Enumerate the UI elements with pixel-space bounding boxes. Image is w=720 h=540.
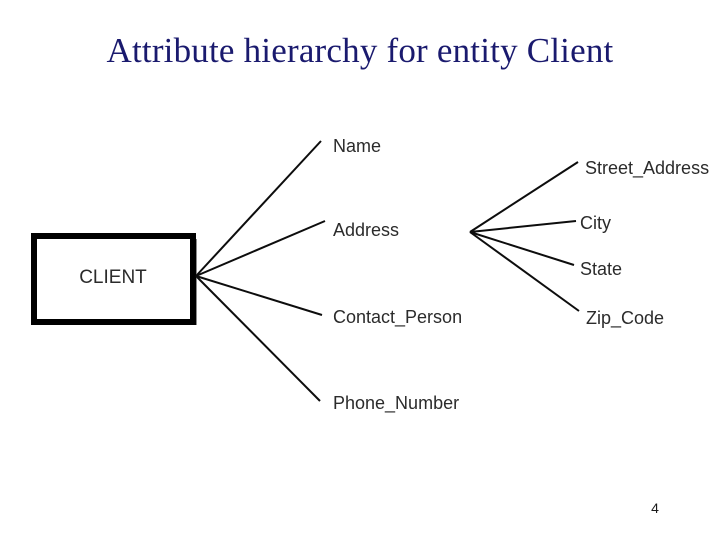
connector-address-to-zip-code — [469, 231, 580, 312]
attribute-label-contact-person: Contact_Person — [333, 307, 462, 328]
connector-client-to-contact-person — [195, 275, 323, 316]
connector-address-to-state — [469, 231, 575, 266]
page-title: Attribute hierarchy for entity Client — [106, 31, 614, 70]
connector-client-to-name — [195, 140, 322, 277]
entity-box-client[interactable] — [31, 233, 196, 325]
connector-client-to-phone-number — [195, 275, 321, 402]
sub-attribute-label-zip-code: Zip_Code — [586, 308, 664, 329]
sub-attribute-label-city: City — [580, 213, 611, 233]
sub-attribute-label-street-address: Street_Address — [585, 158, 709, 179]
connector-address-to-city — [469, 220, 577, 233]
connector-address-to-street-address — [469, 161, 579, 233]
attribute-label-address: Address — [333, 220, 399, 240]
entity-label-client: CLIENT — [79, 267, 147, 288]
attribute-label-phone-number: Phone_Number — [333, 393, 459, 414]
attribute-label-name: Name — [333, 136, 381, 156]
page-number: 4 — [651, 500, 659, 516]
connector-client-to-address — [195, 220, 326, 277]
sub-attribute-label-state: State — [580, 259, 622, 279]
